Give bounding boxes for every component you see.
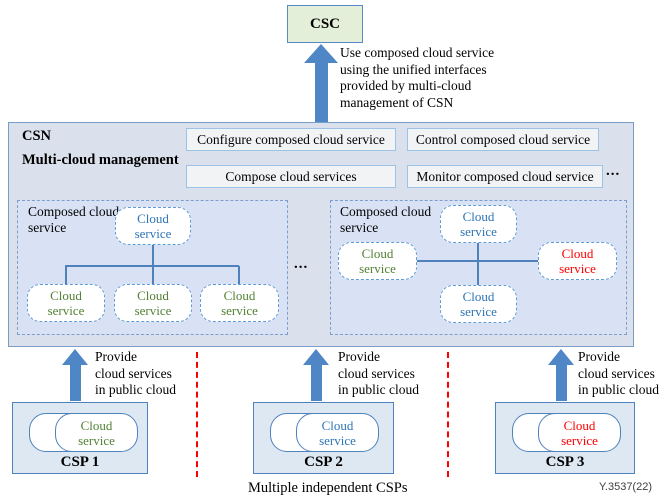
csp-separator-line-1: [196, 352, 198, 477]
function-control-box: Control composed cloud service: [407, 128, 599, 151]
cloud-service-pill: Cloud service: [55, 413, 138, 452]
connector-left-horizontal: [65, 265, 239, 267]
cloud-service-node: Cloud service: [27, 284, 105, 322]
use-composed-service-note: Use composed cloud service using the uni…: [340, 45, 540, 111]
arrow-csp3-to-csn: [548, 349, 574, 401]
cloud-service-label: Cloud service: [221, 288, 258, 318]
function-control-label: Control composed cloud service: [415, 131, 591, 147]
note-line: in public cloud: [338, 382, 419, 397]
cloud-service-pill: Cloud service: [296, 413, 379, 452]
composed-left-label: Composed cloud service: [28, 204, 120, 235]
arrow-shaft: [314, 63, 328, 122]
csn-sublabel: Multi-cloud management: [22, 152, 179, 168]
note-line: Provide: [578, 349, 620, 364]
arrow-head: [548, 349, 574, 365]
arrow-head: [62, 349, 88, 365]
cloud-service-label: Cloud service: [134, 288, 172, 318]
provide-note-2: Provide cloud services in public cloud: [338, 349, 438, 399]
csp2-box: Cloud service CSP 2: [253, 402, 394, 474]
csc-label: CSC: [309, 15, 340, 32]
arrow-shaft: [69, 365, 81, 401]
note-line: Provide: [95, 349, 137, 364]
provide-note-3: Provide cloud services in public cloud: [578, 349, 669, 399]
connector-left-drop-3: [238, 266, 240, 284]
csp2-label: CSP 2: [304, 454, 343, 470]
note-line: Use composed cloud service: [340, 45, 495, 60]
more-functions-ellipsis: ...: [606, 163, 621, 179]
function-compose-label: Compose cloud services: [225, 168, 357, 184]
composed-right-label: Composed cloud service: [340, 204, 432, 235]
cloud-service-label: Cloud service: [359, 246, 396, 276]
arrow-csp1-to-csn: [62, 349, 88, 401]
cloud-service-node: Cloud service: [538, 242, 617, 280]
function-compose-box: Compose cloud services: [186, 165, 396, 188]
note-line: cloud services: [338, 365, 415, 381]
cloud-service-label: Cloud service: [559, 246, 596, 276]
note-line: management of CSN: [340, 94, 454, 110]
note-line: Provide: [338, 349, 380, 364]
function-configure-label: Configure composed cloud service: [197, 131, 385, 147]
arrow-csn-to-csc: [304, 44, 338, 122]
figure-id: Y.3537(22): [598, 481, 652, 493]
arrow-head: [304, 44, 338, 63]
cloud-service-label: Cloud service: [134, 211, 172, 241]
cloud-service-label: Cloud service: [78, 417, 115, 448]
csc-box: CSC: [287, 5, 363, 43]
arrow-shaft: [310, 365, 322, 401]
cloud-service-label: Cloud service: [47, 288, 85, 318]
note-line: using the unified interfaces: [340, 61, 487, 77]
note-line: cloud services: [578, 365, 655, 381]
cloud-service-node: Cloud service: [114, 284, 192, 322]
cloud-service-node: Cloud service: [338, 242, 417, 280]
cloud-service-node: Cloud service: [440, 285, 517, 323]
note-line: cloud services: [95, 365, 172, 381]
diagram-caption: Multiple independent CSPs: [248, 480, 408, 496]
function-configure-box: Configure composed cloud service: [186, 128, 396, 151]
arrow-csp2-to-csn: [303, 349, 329, 401]
connector-right-vertical: [477, 243, 479, 285]
cloud-service-label: Cloud service: [561, 417, 598, 448]
more-composed-services-ellipsis: ...: [294, 256, 309, 272]
cloud-service-node: Cloud service: [440, 205, 517, 243]
cloud-service-label: Cloud service: [460, 209, 497, 239]
note-line: in public cloud: [578, 382, 659, 397]
csn-label: CSN: [22, 128, 52, 144]
cloud-service-label: Cloud service: [460, 289, 497, 319]
cloud-service-pill: Cloud service: [538, 413, 621, 452]
csp1-box: Cloud service CSP 1: [12, 402, 148, 474]
function-monitor-box: Monitor composed cloud service: [407, 165, 603, 188]
arrow-shaft: [555, 365, 567, 401]
cloud-service-node: Cloud service: [115, 207, 191, 245]
csp3-box: Cloud service CSP 3: [495, 402, 635, 474]
cloud-service-node: Cloud service: [200, 284, 279, 322]
note-line: in public cloud: [95, 382, 176, 397]
csp1-label: CSP 1: [60, 454, 100, 470]
csp-separator-line-2: [447, 352, 449, 477]
provide-note-1: Provide cloud services in public cloud: [95, 349, 195, 399]
function-monitor-label: Monitor composed cloud service: [416, 168, 594, 184]
csp3-label: CSP 3: [545, 454, 585, 470]
arrow-head: [303, 349, 329, 365]
connector-left-drop-1: [65, 266, 67, 284]
connector-left-top-drop: [152, 245, 154, 265]
connector-left-drop-2: [152, 266, 154, 284]
note-line: provided by multi-cloud: [340, 78, 472, 93]
cloud-service-label: Cloud service: [319, 417, 356, 448]
